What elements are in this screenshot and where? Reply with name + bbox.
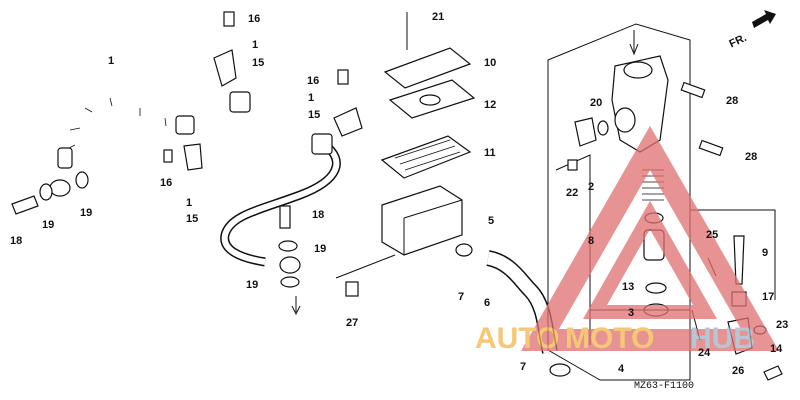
- callout-28a: 28: [726, 95, 738, 107]
- watermark: AUTO MOTO HUB: [475, 125, 779, 355]
- sealing-washer-b: [75, 171, 89, 189]
- callout-20: 20: [590, 97, 602, 109]
- o-ring: [597, 120, 609, 136]
- callout-17: 17: [762, 291, 774, 303]
- mount-bolt-b: [698, 139, 724, 157]
- watermark-text-auto: AUTO: [475, 322, 559, 355]
- sealing-washer-d: [280, 276, 300, 288]
- callout-19b: 19: [80, 207, 92, 219]
- callout-15a: 15: [252, 57, 264, 69]
- callout-16a: 16: [248, 13, 260, 25]
- callout-23: 23: [776, 319, 788, 331]
- watermark-text-moto: MOTO: [565, 322, 654, 355]
- callout-16c: 16: [160, 177, 172, 189]
- clamp-upper: [213, 49, 237, 87]
- reservoir-assembly: [335, 12, 476, 297]
- callout-7b: 7: [520, 361, 526, 373]
- hose-end-fitting: [57, 147, 73, 169]
- hose-joint: [574, 117, 597, 147]
- washer-13: [645, 282, 667, 294]
- reservoir-bolt: [345, 281, 359, 297]
- watermark-text-hub: HUB: [690, 322, 755, 355]
- callout-28b: 28: [745, 151, 757, 163]
- callout-24: 24: [698, 347, 711, 359]
- front-direction-indicator: FR.: [727, 10, 776, 50]
- joint-pin: [763, 365, 783, 381]
- callout-19a: 19: [42, 219, 54, 231]
- callout-7a: 7: [458, 291, 464, 303]
- callout-21: 21: [432, 11, 444, 23]
- callout-22: 22: [566, 187, 578, 199]
- callout-9: 9: [762, 247, 768, 259]
- callout-12: 12: [484, 99, 496, 111]
- callout-15b: 15: [308, 109, 320, 121]
- clamp-bolt-b: [337, 69, 349, 85]
- callout-18b: 18: [312, 209, 324, 221]
- hose-clip-upper: [455, 243, 473, 257]
- clamp-lower: [183, 143, 203, 171]
- sealing-washer-c: [278, 240, 298, 252]
- callout-18a: 18: [10, 235, 22, 247]
- callout-3: 3: [628, 307, 634, 319]
- grommet-b: [229, 91, 251, 113]
- callout-14: 14: [770, 343, 783, 355]
- callout-13: 13: [622, 281, 634, 293]
- mount-bolt-a: [680, 81, 706, 99]
- callout-1b: 1: [108, 55, 114, 67]
- hose-clip-lower: [549, 363, 571, 377]
- reservoir-cap: [383, 47, 472, 89]
- callout-19d: 19: [246, 279, 258, 291]
- callout-19c: 19: [314, 243, 326, 255]
- brake-hose-assembly: [11, 11, 363, 316]
- callout-8: 8: [588, 235, 594, 247]
- callout-16b: 16: [307, 75, 319, 87]
- callout-27: 27: [346, 317, 358, 329]
- push-rod: [733, 235, 745, 285]
- clamp-right: [333, 107, 363, 137]
- grommet-a: [175, 115, 195, 135]
- direction-label: FR.: [727, 32, 748, 50]
- banjo-bolt-left: [11, 195, 39, 215]
- grommet-c: [311, 133, 333, 155]
- callout-11: 11: [484, 147, 496, 159]
- clamp-bolt-a: [223, 11, 235, 27]
- callout-4: 4: [618, 363, 625, 375]
- joint-screw: [567, 159, 578, 171]
- callout-2: 2: [588, 181, 594, 193]
- callout-25: 25: [706, 229, 718, 241]
- callout-26: 26: [732, 365, 744, 377]
- callout-1d: 1: [186, 197, 192, 209]
- callout-1a: 1: [252, 39, 258, 51]
- sealing-washer-a: [39, 183, 53, 201]
- front-arrow-icon: [752, 10, 776, 28]
- banjo-bolt-right: [279, 205, 291, 229]
- callout-6: 6: [484, 297, 490, 309]
- clamp-bolt-c: [163, 149, 173, 163]
- reservoir-diaphragm: [380, 135, 472, 179]
- callout-15c: 15: [186, 213, 198, 225]
- banjo-fitting-left: [49, 179, 71, 197]
- callout-1c: 1: [308, 92, 314, 104]
- banjo-fitting-right: [279, 256, 301, 274]
- callout-10: 10: [484, 57, 496, 69]
- reservoir-body: [381, 185, 463, 256]
- diagram-code: MZ63-F1100: [634, 381, 694, 392]
- callout-5: 5: [488, 215, 494, 227]
